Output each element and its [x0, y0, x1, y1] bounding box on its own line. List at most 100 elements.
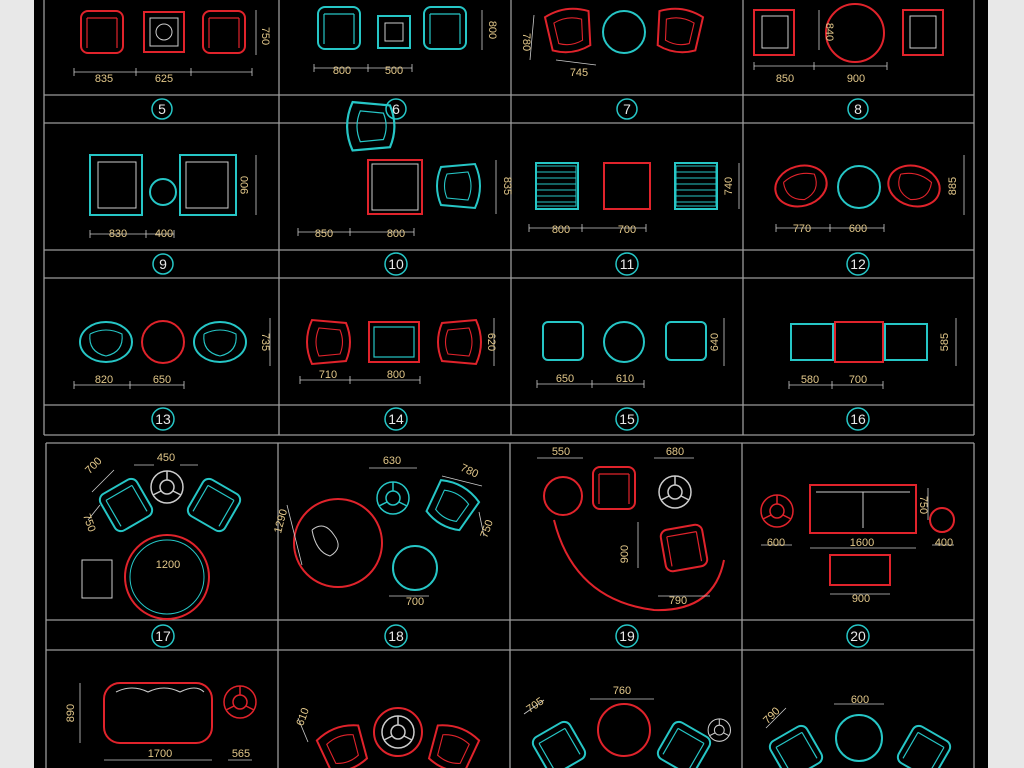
layout-16 — [790, 321, 928, 363]
dim-label: 840 — [823, 23, 835, 41]
badge-number: 11 — [620, 256, 635, 272]
dim-label: 640 — [709, 333, 721, 351]
badge-18: 18 — [384, 624, 408, 648]
badge-20: 20 — [846, 624, 870, 648]
dimension-labels: 835 625 750 800 500 800 780 745 850 900 … — [65, 21, 959, 760]
dim-label: 790 — [761, 705, 782, 726]
dim-label: 800 — [552, 224, 570, 236]
badge-number: 5 — [158, 101, 166, 117]
dim-label: 700 — [406, 596, 424, 608]
dim-label: 600 — [851, 694, 869, 706]
dim-label: 800 — [486, 21, 498, 39]
dim-label: 800 — [333, 65, 351, 77]
badge-12: 12 — [846, 252, 870, 276]
dim-label: 705 — [524, 695, 546, 715]
dim-label: 630 — [383, 455, 401, 467]
badge-number: 9 — [159, 256, 167, 272]
dim-label: 780 — [520, 33, 532, 51]
dim-label: 550 — [552, 446, 570, 458]
badge-8: 8 — [847, 98, 869, 120]
badge-number: 17 — [155, 628, 171, 644]
dim-label: 450 — [157, 452, 175, 464]
badge-15: 15 — [615, 407, 639, 431]
badge-number: 12 — [850, 256, 866, 272]
layout-22 — [314, 707, 482, 768]
badge-6: 6 — [385, 98, 407, 120]
dim-label: 835 — [501, 177, 513, 195]
dim-label: 890 — [65, 704, 77, 722]
dim-label: 750 — [80, 512, 98, 533]
dim-label: 780 — [458, 462, 480, 481]
layout-5 — [80, 10, 246, 54]
dim-label: 820 — [95, 374, 113, 386]
dim-label: 700 — [83, 455, 104, 476]
badge-5: 5 — [151, 98, 173, 120]
dim-label: 500 — [385, 65, 403, 77]
badge-number: 10 — [388, 256, 404, 272]
badge-number: 18 — [388, 628, 404, 644]
layout-7 — [543, 5, 705, 56]
layout-15 — [542, 321, 707, 363]
layout-20 — [760, 484, 955, 586]
layout-14 — [306, 319, 482, 365]
layout-12 — [769, 158, 946, 214]
layout-number-badges: 5 6 7 8 9 10 11 12 13 14 15 16 17 18 19 … — [151, 98, 870, 648]
badge-13: 13 — [151, 407, 175, 431]
dim-label: 580 — [801, 374, 819, 386]
dim-label: 900 — [847, 73, 865, 85]
layout-23 — [529, 703, 732, 768]
badge-9: 9 — [152, 253, 174, 275]
badge-number: 7 — [623, 101, 631, 117]
furniture-layout-drawing: 835 625 750 800 500 800 780 745 850 900 … — [43, 0, 975, 768]
layout-24 — [766, 714, 954, 768]
layout-21 — [103, 682, 257, 744]
dim-label: 750 — [478, 518, 496, 539]
badge-number: 13 — [155, 411, 171, 427]
dim-label: 400 — [935, 537, 953, 549]
badge-number: 8 — [854, 101, 862, 117]
dim-label: 885 — [947, 177, 959, 195]
dim-label: 750 — [917, 496, 929, 514]
dim-label: 565 — [232, 748, 250, 760]
dim-label: 735 — [259, 333, 271, 351]
dim-label: 650 — [556, 373, 574, 385]
layout-19 — [543, 466, 725, 612]
dim-label: 1290 — [272, 508, 290, 535]
badge-16: 16 — [846, 407, 870, 431]
dim-label: 710 — [319, 369, 337, 381]
dim-label: 600 — [767, 537, 785, 549]
dim-label: 770 — [793, 223, 811, 235]
dim-label: 700 — [849, 374, 867, 386]
dim-label: 1200 — [156, 559, 180, 571]
badge-number: 14 — [388, 411, 404, 427]
cad-drawing-sheet: 835 625 750 800 500 800 780 745 850 900 … — [34, 0, 988, 768]
dim-label: 800 — [387, 228, 405, 240]
dim-label: 830 — [109, 228, 127, 240]
dim-label: 900 — [239, 176, 251, 194]
dim-label: 610 — [294, 706, 312, 727]
dim-label: 750 — [259, 27, 271, 45]
dim-label: 835 — [95, 73, 113, 85]
layout-11 — [535, 162, 718, 210]
dim-label: 680 — [666, 446, 684, 458]
grid-frame — [43, 0, 975, 768]
badge-number: 16 — [850, 411, 866, 427]
dim-label: 650 — [153, 374, 171, 386]
badge-17: 17 — [151, 624, 175, 648]
dim-label: 745 — [570, 67, 588, 79]
layout-13 — [79, 320, 247, 364]
dim-label: 800 — [387, 369, 405, 381]
dimension-lines — [73, 10, 965, 761]
dim-label: 790 — [669, 595, 687, 607]
layout-6 — [317, 6, 467, 50]
dim-label: 400 — [155, 228, 173, 240]
dim-label: 900 — [852, 593, 870, 605]
dim-label: 850 — [315, 228, 333, 240]
badge-number: 20 — [850, 628, 866, 644]
badge-number: 6 — [392, 101, 400, 117]
badge-10: 10 — [384, 252, 408, 276]
dim-label: 1600 — [850, 537, 874, 549]
badge-19: 19 — [615, 624, 639, 648]
badge-number: 15 — [619, 411, 635, 427]
dim-label: 850 — [776, 73, 794, 85]
